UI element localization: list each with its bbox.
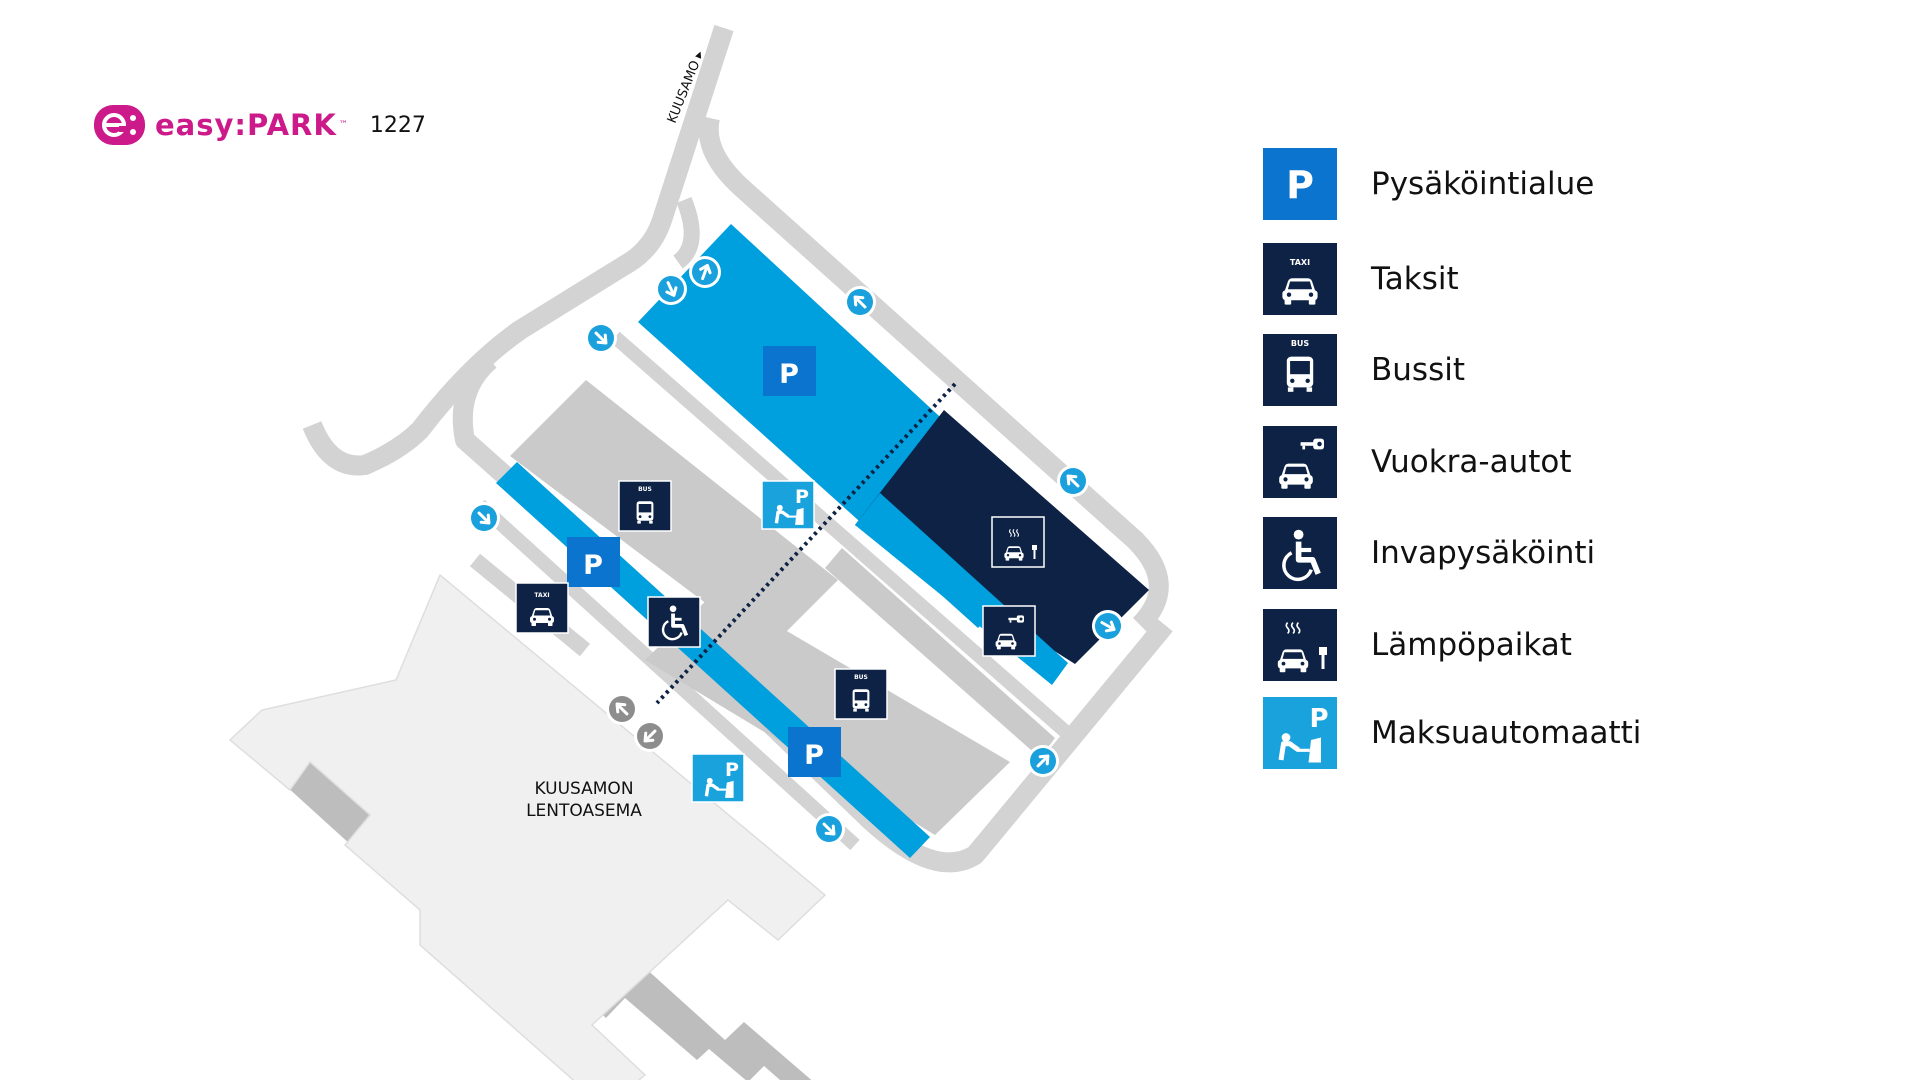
map-bus-icon-2: BUS bbox=[834, 668, 888, 720]
legend-label-rental: Vuokra-autot bbox=[1371, 444, 1572, 480]
svg-text:P: P bbox=[583, 550, 603, 581]
terminal-label-line2: LENTOASEMA bbox=[526, 801, 642, 821]
easypark-logo-icon bbox=[94, 105, 145, 145]
map-taxi-icon: TAXI bbox=[515, 582, 569, 634]
road-inner-branch bbox=[672, 197, 700, 269]
lot-grey-lower bbox=[645, 590, 1010, 835]
legend-item-payment: P Maksuautomaatti bbox=[1263, 697, 1641, 769]
legend-item-rental: Vuokra-autot bbox=[1263, 426, 1572, 498]
legend-label-taxi: Taksit bbox=[1371, 261, 1459, 297]
wheelchair-icon bbox=[1263, 517, 1337, 589]
bus-icon: BUS bbox=[1263, 334, 1337, 406]
road-kuusamo-main bbox=[302, 24, 734, 476]
road-north-loop bbox=[698, 115, 1169, 633]
svg-text:BUS: BUS bbox=[1291, 339, 1310, 348]
svg-text:TAXI: TAXI bbox=[1290, 258, 1310, 267]
svg-text:P: P bbox=[795, 486, 809, 508]
brand-name: easy:PARK bbox=[155, 108, 337, 142]
map-parking-sign-1: P bbox=[763, 346, 816, 396]
svg-text:P: P bbox=[1309, 704, 1328, 734]
map-id: 1227 bbox=[369, 112, 426, 138]
map-rental-car-icon bbox=[982, 605, 1036, 657]
svg-text:BUS: BUS bbox=[854, 674, 868, 681]
legend-item-parking: P Pysäköintialue bbox=[1263, 148, 1594, 220]
map-payment-machine-1: P bbox=[761, 480, 815, 530]
svg-text:P: P bbox=[725, 759, 739, 781]
legend-label-parking: Pysäköintialue bbox=[1371, 166, 1595, 202]
terminal-main-roof bbox=[228, 573, 827, 1080]
svg-text:P: P bbox=[779, 359, 799, 390]
legend-label-bus: Bussit bbox=[1371, 352, 1465, 388]
legend-label-heated: Lämpöpaikat bbox=[1371, 627, 1572, 663]
legend-item-taxi: TAXI Taksit bbox=[1263, 243, 1459, 315]
svg-text:P: P bbox=[1286, 163, 1314, 207]
rental-car-icon bbox=[1263, 426, 1337, 498]
parking-area-icon: P bbox=[1263, 148, 1337, 220]
legend-item-disabled: Invapysäköinti bbox=[1263, 517, 1595, 589]
svg-text:TAXI: TAXI bbox=[534, 592, 549, 599]
arrow-sign-icon-in-3 bbox=[459, 493, 509, 543]
legend-label-payment: Maksuautomaatti bbox=[1371, 715, 1642, 751]
map-disabled-parking-icon bbox=[647, 596, 701, 648]
road-lower-divider bbox=[475, 499, 860, 851]
brand-header: easy:PARK ™ 1227 bbox=[92, 102, 426, 148]
terminal-building bbox=[228, 573, 827, 1080]
road-central-divider bbox=[610, 331, 1080, 746]
taxi-icon: TAXI bbox=[1263, 243, 1337, 315]
payment-machine-icon: P bbox=[1263, 697, 1337, 769]
arrow-sign-icon-in-2 bbox=[576, 313, 626, 363]
terminal-label-line1: KUUSAMON bbox=[534, 779, 633, 799]
svg-text:P: P bbox=[804, 740, 824, 771]
legend-label-disabled: Invapysäköinti bbox=[1371, 535, 1596, 571]
legend-item-bus: BUS Bussit bbox=[1263, 334, 1465, 406]
map-payment-machine-2: P bbox=[691, 753, 745, 803]
lot-grey-east bbox=[825, 548, 1055, 758]
brand-trademark: ™ bbox=[338, 120, 348, 130]
map-parking-sign-2: P bbox=[567, 537, 620, 587]
map-bus-icon-1: BUS bbox=[618, 480, 672, 532]
legend-item-heated: Lämpöpaikat bbox=[1263, 609, 1572, 681]
lot-grey-upper-west bbox=[510, 380, 838, 650]
map-parking-sign-3: P bbox=[788, 727, 841, 777]
map-heated-parking-icon bbox=[991, 516, 1045, 568]
svg-text:BUS: BUS bbox=[638, 486, 652, 493]
dotted-divider-line bbox=[655, 382, 957, 705]
heated-parking-icon bbox=[1263, 609, 1337, 681]
